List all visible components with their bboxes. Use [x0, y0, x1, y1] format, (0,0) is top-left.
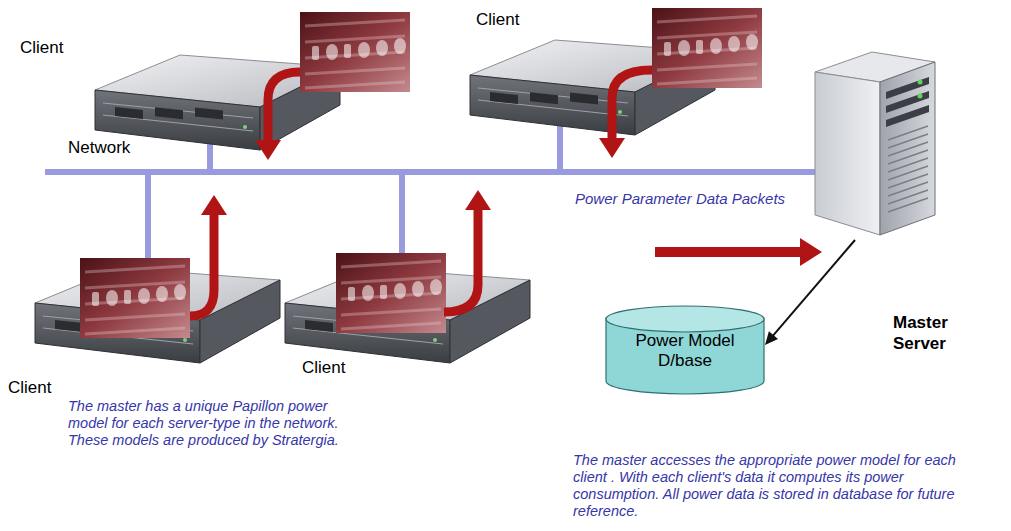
network-label: Network: [68, 138, 130, 158]
flow-label: Power Parameter Data Packets: [575, 190, 795, 208]
note-text: The master accesses the appropriate powe…: [573, 452, 985, 520]
node-text: Power Model D/base: [625, 331, 745, 372]
client-label: Client: [302, 358, 345, 378]
node-text-wrap: Power Model D/base: [605, 331, 765, 372]
master-server: Master Server: [812, 50, 940, 240]
client-label: Client: [476, 10, 519, 30]
note-text: The master has a unique Papillon power m…: [68, 398, 340, 449]
database-cylinder: Power Model D/base: [605, 305, 765, 395]
client-label: Client: [8, 378, 51, 398]
server-heading: Master Server: [893, 312, 965, 355]
connector-arrow: [765, 240, 855, 345]
client-label: Client: [20, 38, 63, 58]
